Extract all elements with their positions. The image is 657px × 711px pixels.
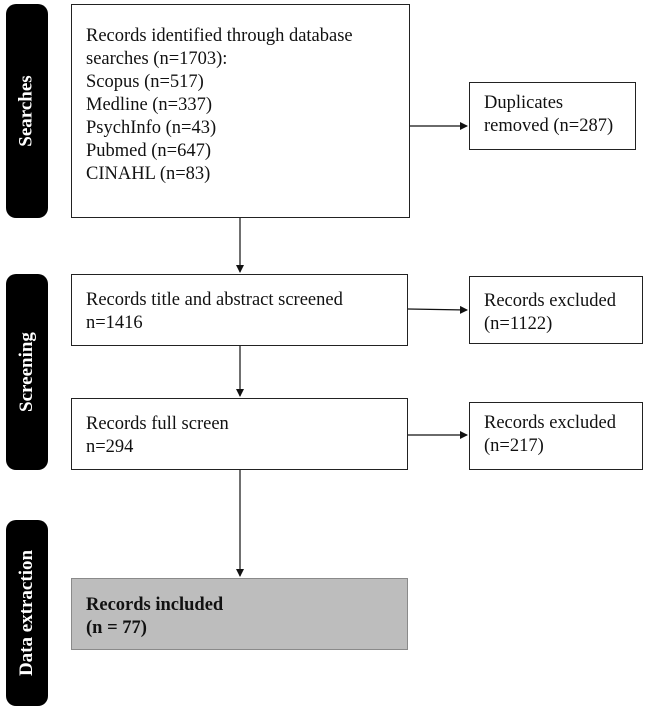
- box-records-excluded-1: Records excluded (n=1122): [469, 276, 643, 344]
- box-line: n=1416: [86, 313, 143, 333]
- phase-tab-searches: Searches: [6, 4, 48, 218]
- phase-tab-data-extraction: Data extraction: [6, 520, 48, 706]
- box-line: Records full screen: [86, 414, 229, 434]
- box-line: removed (n=287): [484, 116, 614, 136]
- box-line: PsychInfo (n=43): [86, 118, 217, 138]
- box-line: Duplicates: [484, 93, 564, 113]
- box-line: Records title and abstract screened: [86, 290, 343, 310]
- box-line: Scopus (n=517): [86, 72, 204, 92]
- box-records-identified: Records identified through database sear…: [71, 4, 410, 218]
- box-duplicates-removed: Duplicates removed (n=287): [469, 82, 636, 150]
- box-line: Medline (n=337): [86, 95, 213, 115]
- box-line: Records excluded: [484, 291, 617, 311]
- box-line: Pubmed (n=647): [86, 141, 212, 161]
- box-records-excluded-2: Records excluded (n=217): [469, 402, 643, 470]
- box-line: CINAHL (n=83): [86, 164, 211, 184]
- phase-tab-screening: Screening: [6, 274, 48, 470]
- box-line: Records included: [86, 595, 224, 615]
- box-line: searches (n=1703):: [86, 49, 228, 69]
- box-line: Records excluded: [484, 413, 617, 433]
- box-line: (n = 77): [86, 618, 147, 638]
- box-line: n=294: [86, 437, 134, 457]
- box-line: (n=1122): [484, 314, 553, 334]
- box-records-included: Records included (n = 77): [71, 578, 408, 650]
- box-records-full-screen: Records full screen n=294: [71, 398, 408, 470]
- box-title-abstract-screened: Records title and abstract screened n=14…: [71, 274, 408, 346]
- box-line: Records identified through database: [86, 26, 353, 46]
- arrow-screened-to-excluded: [407, 305, 468, 314]
- box-line: (n=217): [484, 436, 544, 456]
